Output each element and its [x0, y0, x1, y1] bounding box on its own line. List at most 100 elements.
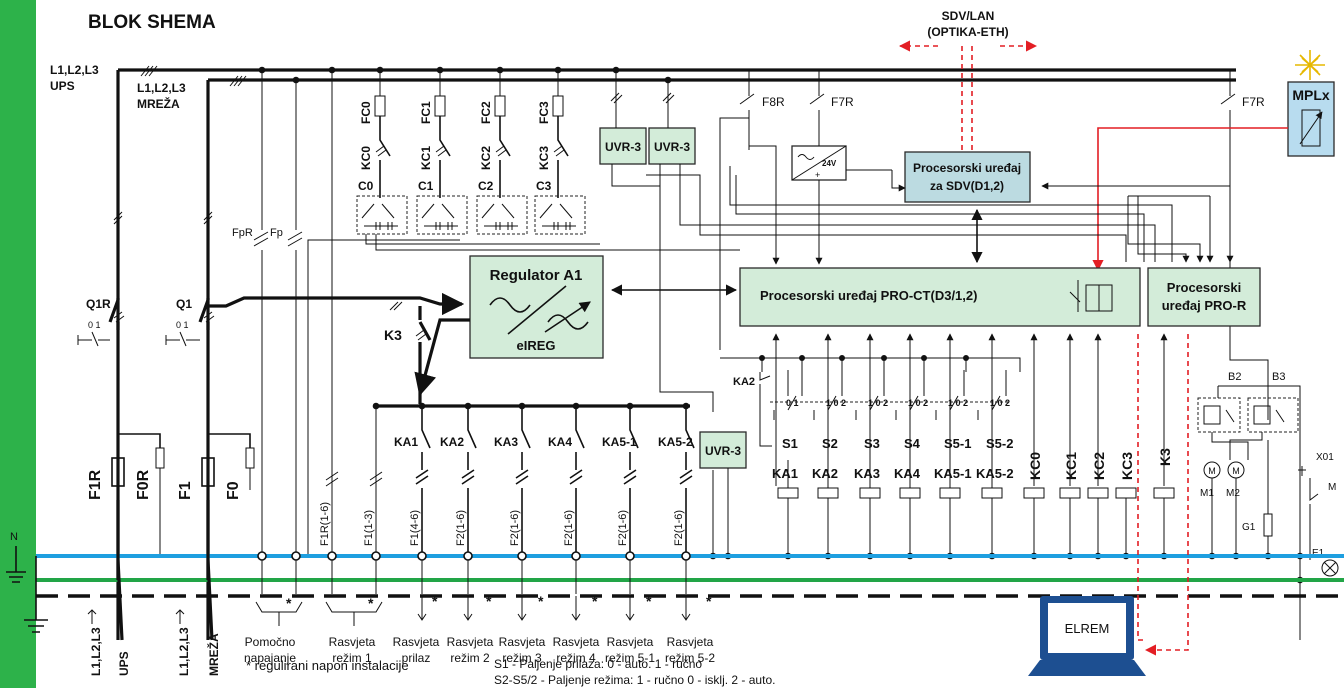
k3-coil-label: K3	[1157, 448, 1173, 466]
capacitor-bank-box	[356, 195, 408, 235]
selector-positions: 0 1	[786, 398, 799, 408]
contactor-ka3	[515, 406, 531, 556]
kc-label: KC2	[479, 146, 493, 170]
direction-arrows	[87, 609, 185, 624]
sdv-pror-link2	[1127, 196, 1204, 263]
uvr3-feeds	[615, 70, 669, 128]
coil-icon	[939, 487, 961, 499]
coil-icon	[1087, 487, 1109, 499]
lamp-e1-icon	[1321, 559, 1339, 577]
c-label: C2	[478, 179, 494, 193]
c-label: C1	[418, 179, 434, 193]
k3-label: K3	[384, 327, 402, 343]
g1-label: G1	[1242, 522, 1256, 533]
capacitor-control-wire	[365, 234, 740, 251]
kc-contactor	[379, 116, 391, 198]
motor-m2-symbol: M	[1232, 466, 1240, 476]
capacitor-plates-icon	[375, 222, 393, 230]
f0-fuse-icon	[245, 447, 255, 469]
capacitor-bank-box	[534, 195, 586, 235]
f0r-wire	[118, 433, 161, 448]
output-label: Rasvjeta	[499, 635, 546, 649]
kc-label: KC3	[537, 146, 551, 170]
fuse-f7-sym	[809, 70, 825, 118]
sensor-element	[1301, 109, 1321, 147]
q1r-switch	[108, 299, 120, 323]
output-terminal	[571, 551, 581, 561]
b3-relay-icon	[1253, 405, 1271, 425]
fc-fuse-icon	[552, 95, 564, 117]
output-label: Pomočno	[245, 635, 296, 649]
g1-element-icon	[1263, 513, 1273, 537]
contactor-ka1	[415, 406, 431, 556]
motor-m1-label: M1	[1200, 488, 1214, 499]
contactor-label: KA5-1	[602, 435, 637, 449]
junction	[376, 66, 384, 74]
fuse-f7r-sym	[1220, 70, 1269, 420]
regulator-sub: eIREG	[516, 338, 555, 353]
output-terminal	[463, 551, 473, 561]
uvr3-label-2: UVR-3	[654, 140, 690, 154]
sensor-arrow-icon	[1299, 111, 1323, 145]
coil-icon	[899, 487, 921, 499]
coil-label: KA3	[854, 466, 880, 481]
three-phase-mark	[389, 301, 403, 311]
three-phase-mark	[415, 329, 427, 341]
coil-icon	[981, 487, 1003, 499]
mreza-out-label: L1,L2,L3	[177, 627, 191, 676]
pro-ct-label: Procesorski uređaj PRO-CT(D3/1,2)	[760, 288, 977, 303]
output-terminal	[371, 551, 381, 561]
contactor-label: KA2	[440, 435, 464, 449]
diagram-title: BLOK SHEMA	[88, 12, 216, 33]
fc-label: FC0	[359, 101, 373, 124]
regulation-arrow-icon	[544, 301, 591, 333]
coil-label: KA5-1	[934, 466, 972, 481]
fuse-f7-label: F7R	[831, 95, 854, 109]
bus-ups-label: L1,L2,L3	[50, 63, 99, 77]
ups-output	[116, 500, 124, 641]
selector-positions: 1 0 2	[948, 398, 968, 408]
q1r-label: Q1R	[86, 297, 111, 311]
mreza-to-regulator	[208, 292, 465, 316]
aux-wire	[307, 239, 460, 556]
uvr3-to-pror	[646, 174, 1127, 262]
mreza-out-sub: MREŽA	[206, 633, 221, 676]
output-terminal	[625, 551, 635, 561]
fpr-fuse	[253, 70, 269, 556]
ka2-contact	[759, 372, 772, 447]
mplx-label: MPLx	[1292, 87, 1330, 103]
outgoing-fuse-label: F2(1-6)	[563, 510, 575, 546]
pro-r-box	[1147, 267, 1261, 327]
fpr-label: FpR	[232, 227, 253, 239]
fc-label: FC1	[419, 101, 433, 124]
selector-positions: 1 0 2	[990, 398, 1010, 408]
output-label: Rasvjeta	[393, 635, 440, 649]
junction	[612, 66, 620, 74]
regulated-star: *	[706, 593, 712, 609]
output-label: Rasvjeta	[553, 635, 600, 649]
fc-fuse-icon	[374, 95, 386, 117]
sdv-lan-label: SDV/LAN	[942, 9, 995, 23]
uvr3-label-1: UVR-3	[605, 140, 641, 154]
selector-s1-icon	[773, 370, 803, 420]
pro-r-title: Procesorski	[1167, 280, 1241, 295]
f1r-label: F1R	[87, 469, 104, 500]
q1-switch	[198, 299, 210, 323]
b2-label: B2	[1228, 371, 1241, 383]
b-wiring2	[1211, 432, 1263, 460]
x01-terminal-icon	[1298, 466, 1306, 476]
contactor-ka5-1	[623, 406, 639, 556]
uvr3-to-bottom	[659, 175, 714, 412]
sine-in-icon	[489, 297, 531, 313]
output-bracket	[255, 601, 303, 613]
sdv-processor-box	[904, 151, 1031, 203]
pro-r-sub: uređaj PRO-R	[1162, 298, 1247, 313]
regulated-star: *	[486, 593, 492, 609]
f0r-label: F0R	[135, 469, 152, 500]
three-phase-mark	[113, 211, 213, 225]
outgoing-fuse-label: F1R(1-6)	[319, 502, 331, 546]
coil-label: KA5-2	[976, 466, 1014, 481]
wire-b	[735, 175, 1145, 262]
m-switch-icon	[1309, 478, 1319, 560]
